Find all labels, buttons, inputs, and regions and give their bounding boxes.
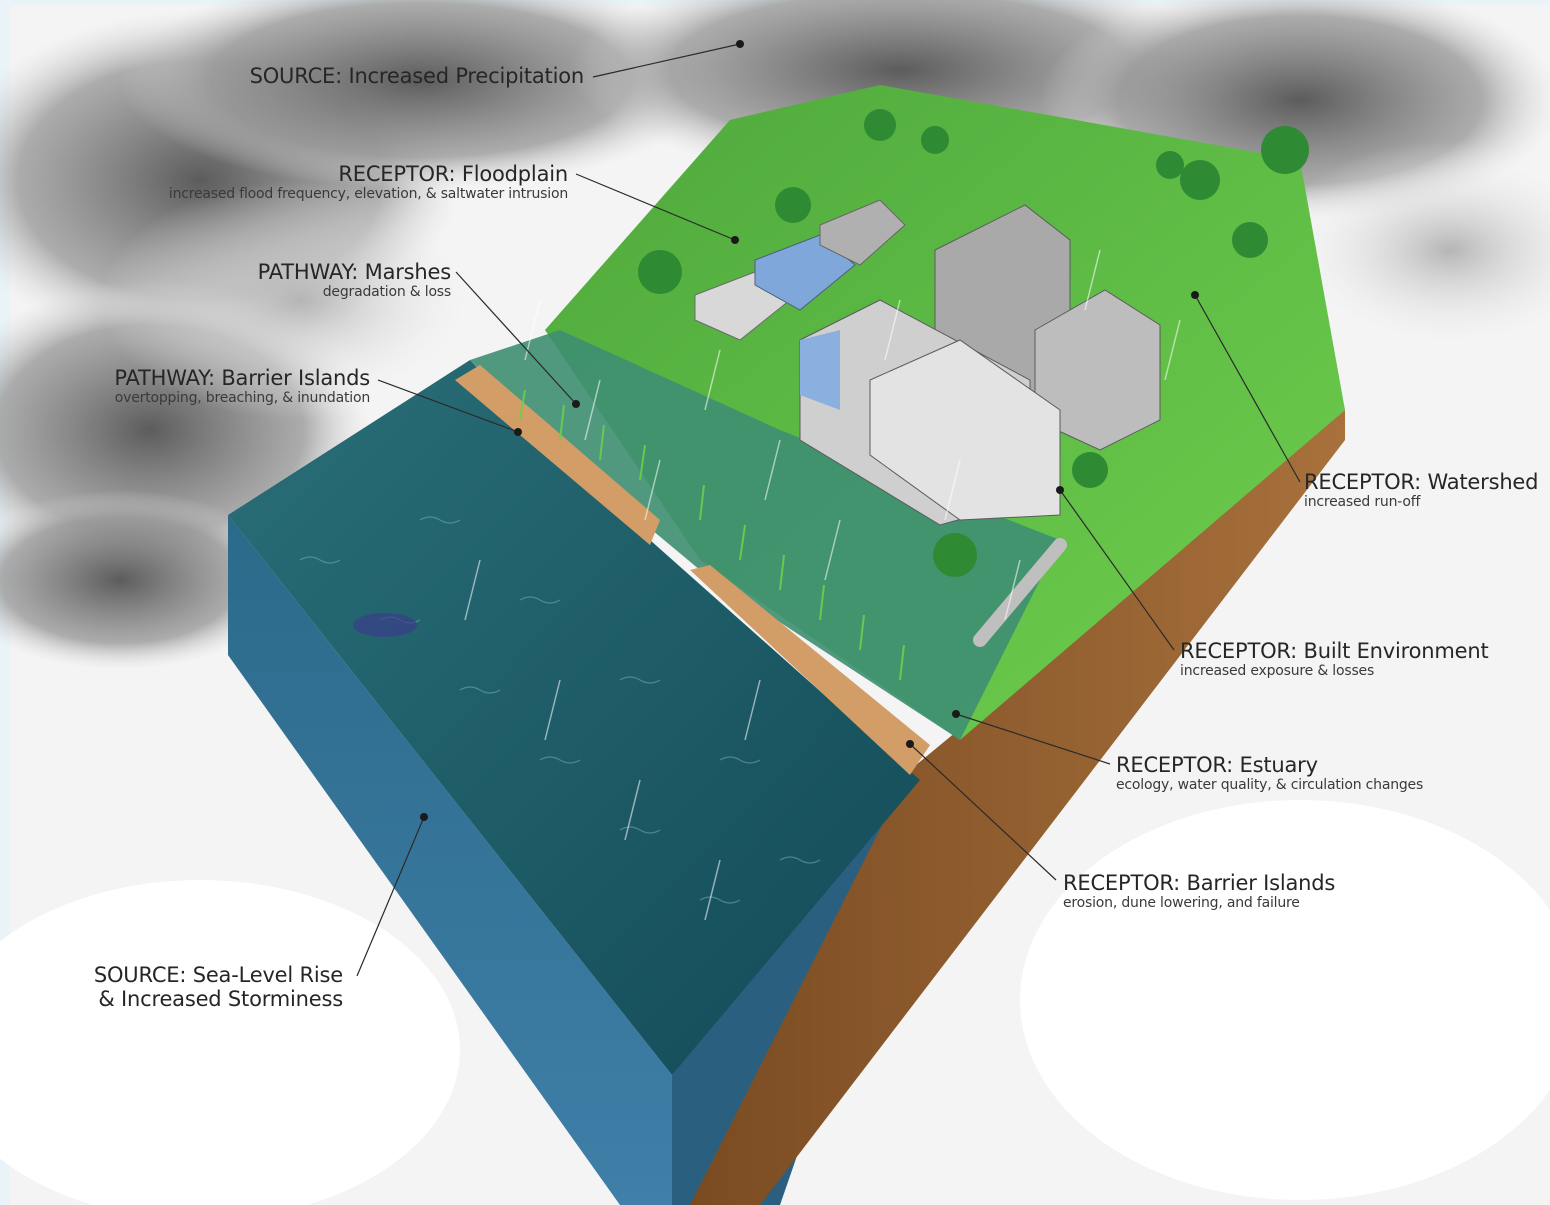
label-title: RECEPTOR: Watershed (1304, 470, 1539, 494)
leader-lines (356, 43, 1301, 977)
ocean-cross-section (228, 515, 672, 1205)
label-subtitle: erosion, dune lowering, and failure (1063, 895, 1300, 912)
label-title-line1: SOURCE: Sea-Level Rise (93, 963, 343, 987)
label-pathway-marshes: PATHWAY: Marshes degradation & loss (257, 260, 452, 301)
label-source-precipitation: SOURCE: Increased Precipitation (249, 64, 585, 88)
label-receptor-barrier-islands: RECEPTOR: Barrier Islands erosion, dune … (1063, 871, 1335, 911)
buildings (799, 204, 1161, 526)
drain-pipe (973, 538, 1067, 647)
label-title: RECEPTOR: Built Environment (1180, 639, 1489, 663)
leader-dots (420, 40, 1199, 821)
label-subtitle: degradation & loss (322, 284, 451, 301)
label-pathway-barrier-islands: PATHWAY: Barrier Islands overtopping, br… (114, 366, 370, 406)
label-receptor-floodplain: RECEPTOR: Floodplain increased flood fre… (169, 162, 568, 202)
barrier-sand-lower (690, 565, 930, 775)
label-source-sea-level-rise: SOURCE: Sea-Level Rise & Increased Storm… (94, 963, 343, 1011)
fish-icon (353, 613, 417, 637)
marsh-area (470, 330, 1060, 740)
label-title: RECEPTOR: Barrier Islands (1063, 871, 1336, 895)
houses (694, 199, 906, 341)
label-receptor-built-environment: RECEPTOR: Built Environment increased ex… (1180, 639, 1489, 679)
label-title-line2: & Increased Storminess (98, 987, 343, 1012)
label-subtitle: increased exposure & losses (1180, 663, 1375, 680)
label-title: PATHWAY: Barrier Islands (114, 366, 370, 390)
marsh-grass (519, 389, 905, 681)
ocean-surface (228, 360, 920, 1075)
label-subtitle: increased flood frequency, elevation, & … (168, 186, 568, 203)
label-receptor-watershed: RECEPTOR: Watershed increased run-off (1304, 470, 1538, 510)
terrain-block (228, 85, 1345, 1205)
trees (638, 109, 1309, 577)
label-title: PATHWAY: Marshes (257, 260, 452, 284)
label-receptor-estuary: RECEPTOR: Estuary ecology, water quality… (1116, 753, 1423, 793)
label-title: RECEPTOR: Floodplain (338, 162, 568, 186)
label-subtitle: overtopping, breaching, & inundation (114, 390, 370, 407)
label-subtitle: ecology, water quality, & circulation ch… (1116, 777, 1424, 794)
label-title: SOURCE: Increased Precipitation (249, 64, 585, 88)
barrier-sand-upper (455, 365, 660, 545)
label-subtitle: increased run-off (1304, 494, 1421, 511)
soil-cross-section (690, 410, 1345, 1205)
label-title: RECEPTOR: Estuary (1116, 753, 1318, 777)
